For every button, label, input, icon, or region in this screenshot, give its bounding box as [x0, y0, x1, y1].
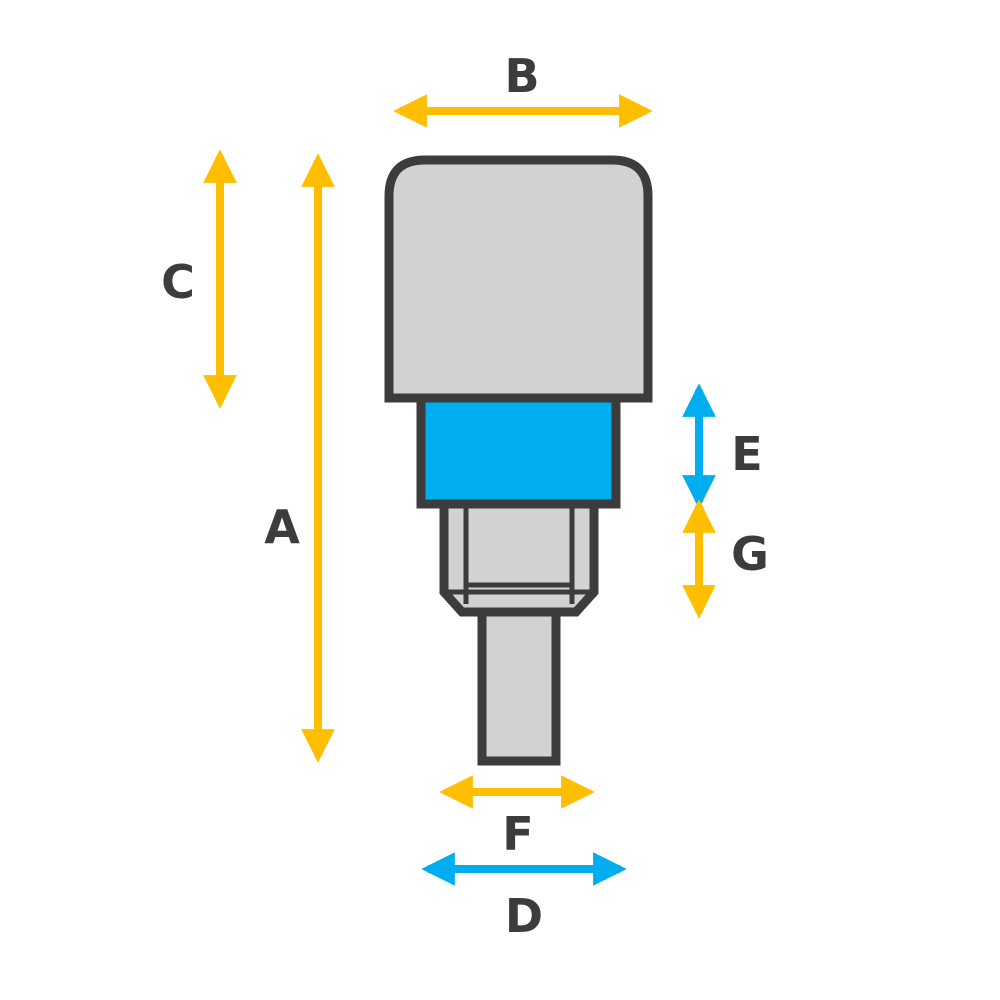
part-drawing — [384, 155, 653, 766]
label-f: F — [502, 807, 533, 861]
label-d: D — [505, 889, 543, 943]
collar-icon — [416, 393, 621, 509]
dimension-arrows — [203, 94, 716, 886]
knob-icon — [384, 155, 653, 403]
label-e: E — [731, 427, 762, 481]
label-a: A — [264, 500, 300, 554]
pin-icon — [477, 607, 561, 766]
label-c: C — [161, 255, 195, 309]
label-g: G — [731, 527, 769, 581]
label-b: B — [504, 49, 539, 103]
